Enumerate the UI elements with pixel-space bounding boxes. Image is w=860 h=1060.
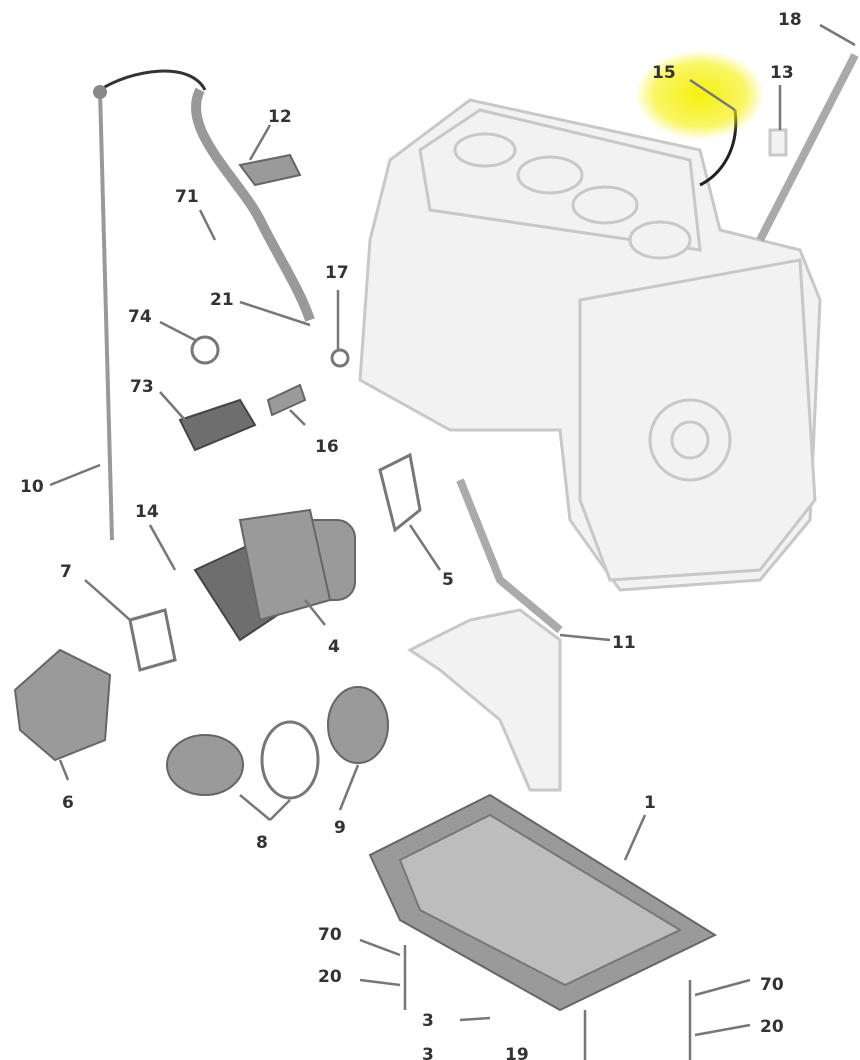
callout-5[interactable]: 5 [442, 570, 454, 590]
leader-lines [49, 23, 856, 1037]
callout-4[interactable]: 4 [328, 637, 340, 657]
seal-7 [128, 608, 177, 672]
part-16 [266, 383, 307, 417]
callout-73[interactable]: 73 [130, 377, 154, 397]
callout-70-right[interactable]: 70 [760, 975, 784, 995]
highlight-part-15 [635, 50, 765, 140]
callout-10[interactable]: 10 [20, 477, 44, 497]
callout-18[interactable]: 18 [778, 10, 802, 30]
part-6 [13, 648, 112, 762]
callout-11[interactable]: 11 [612, 633, 636, 653]
callout-9[interactable]: 9 [334, 818, 346, 838]
callout-15[interactable]: 15 [652, 63, 676, 83]
dipstick-cap [93, 85, 107, 99]
callout-13[interactable]: 13 [770, 63, 794, 83]
oil-filter-housing [193, 508, 356, 642]
dipstick-handle [99, 69, 207, 92]
engine-block [358, 98, 822, 592]
callout-20-left[interactable]: 20 [318, 967, 342, 987]
bracket-11 [407, 608, 562, 792]
callout-8[interactable]: 8 [256, 833, 268, 853]
filter-cap-9 [327, 686, 389, 764]
callout-17[interactable]: 17 [325, 263, 349, 283]
callout-21[interactable]: 21 [210, 290, 234, 310]
guide-tube [191, 87, 315, 322]
dipstick-tube [756, 53, 859, 242]
gasket-5 [378, 452, 422, 533]
pipe [456, 478, 563, 634]
callout-3-lower[interactable]: 3 [422, 1045, 434, 1060]
callout-14[interactable]: 14 [135, 502, 159, 522]
callout-7[interactable]: 7 [60, 562, 72, 582]
part-73 [178, 398, 257, 452]
callout-70-left[interactable]: 70 [318, 925, 342, 945]
callout-16[interactable]: 16 [315, 437, 339, 457]
oil-filter-8 [166, 734, 244, 796]
callout-1[interactable]: 1 [644, 793, 656, 813]
callout-71[interactable]: 71 [175, 187, 199, 207]
callout-6[interactable]: 6 [62, 793, 74, 813]
part-13 [768, 128, 788, 157]
dipstick [98, 89, 114, 541]
callout-19[interactable]: 19 [505, 1045, 529, 1060]
o-ring-8 [260, 720, 320, 800]
seal-74 [190, 335, 220, 365]
oil-pan [368, 793, 718, 1012]
washer-17 [330, 348, 350, 368]
callout-3[interactable]: 3 [422, 1011, 434, 1031]
callout-74[interactable]: 74 [128, 307, 152, 327]
callout-12[interactable]: 12 [268, 107, 292, 127]
callout-20-right[interactable]: 20 [760, 1017, 784, 1037]
